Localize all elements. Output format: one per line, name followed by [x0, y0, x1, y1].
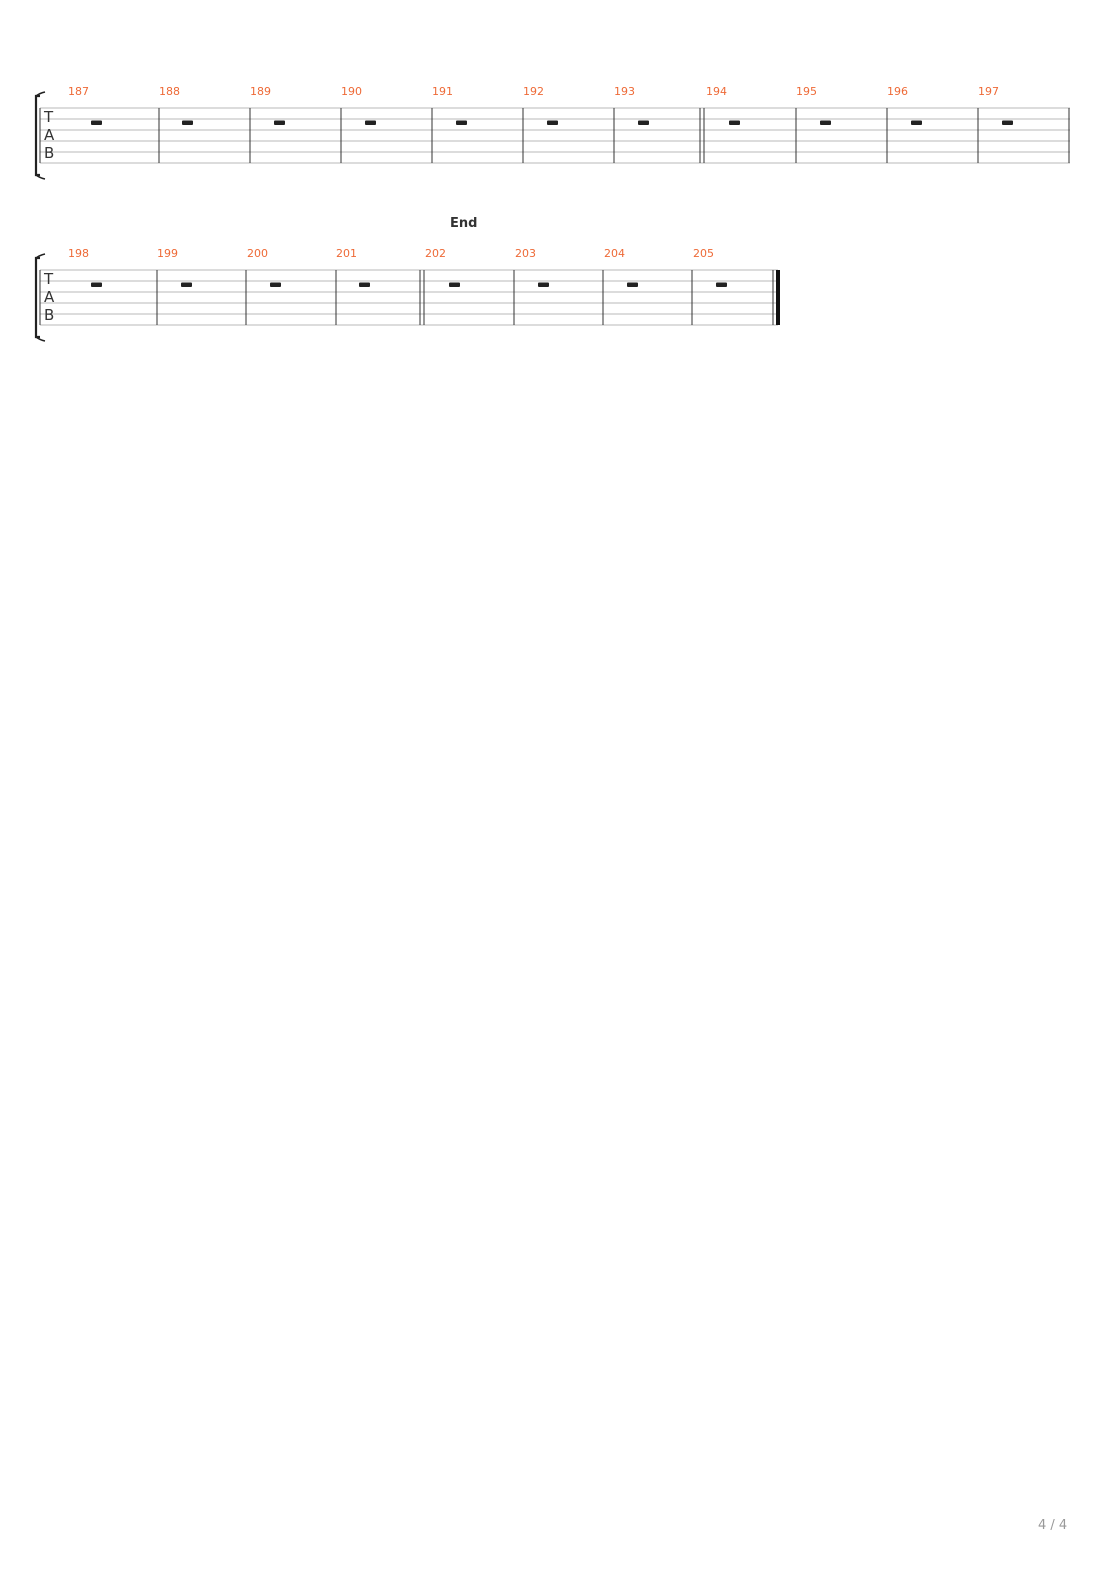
barlines [39, 270, 774, 325]
whole-rest-icon [91, 282, 102, 287]
whole-rest-icon [911, 120, 922, 125]
section-marker: End [450, 216, 478, 231]
whole-rest-icon [547, 120, 558, 125]
measure-number: 204 [604, 247, 625, 260]
staff-lines [40, 107, 1070, 164]
tab-clef-b: B [44, 144, 54, 162]
whole-rest-icon [820, 120, 831, 125]
whole-rests [91, 120, 1013, 125]
tab-clef-a: A [44, 288, 55, 306]
tab-clef-b: B [44, 306, 54, 324]
whole-rest-icon [181, 282, 192, 287]
measure-number: 193 [614, 85, 635, 98]
whole-rest-icon [729, 120, 740, 125]
measure-number: 201 [336, 247, 357, 260]
whole-rest-icon [716, 282, 727, 287]
measure-number: 188 [159, 85, 180, 98]
measure-number: 202 [425, 247, 446, 260]
page-number: 4 / 4 [1038, 1518, 1068, 1533]
measure-number: 200 [247, 247, 268, 260]
measure-number: 203 [515, 247, 536, 260]
measure-number: 191 [432, 85, 453, 98]
whole-rests [91, 282, 727, 287]
final-barline [776, 270, 780, 325]
measure-number: 198 [68, 247, 89, 260]
whole-rest-icon [270, 282, 281, 287]
whole-rest-icon [359, 282, 370, 287]
measure-number: 196 [887, 85, 908, 98]
whole-rest-icon [1002, 120, 1013, 125]
whole-rest-icon [274, 120, 285, 125]
tab-staff-2: T A B [34, 253, 780, 342]
system-bracket [34, 256, 40, 339]
whole-rest-icon [182, 120, 193, 125]
measure-number: 197 [978, 85, 999, 98]
measure-number: 189 [250, 85, 271, 98]
whole-rest-icon [627, 282, 638, 287]
barlines [39, 108, 1070, 163]
measure-number: 199 [157, 247, 178, 260]
whole-rest-icon [449, 282, 460, 287]
tab-staff-1: T A B [34, 91, 1070, 180]
staff-lines [40, 269, 778, 326]
tab-clef-t: T [43, 108, 54, 126]
measure-number: 205 [693, 247, 714, 260]
measure-number: 187 [68, 85, 89, 98]
measure-number: 195 [796, 85, 817, 98]
measure-number: 194 [706, 85, 727, 98]
whole-rest-icon [638, 120, 649, 125]
system-bracket [34, 94, 40, 177]
whole-rest-icon [456, 120, 467, 125]
tab-clef-a: A [44, 126, 55, 144]
tab-clef-t: T [43, 270, 54, 288]
whole-rest-icon [91, 120, 102, 125]
whole-rest-icon [538, 282, 549, 287]
measure-number: 192 [523, 85, 544, 98]
whole-rest-icon [365, 120, 376, 125]
measure-number: 190 [341, 85, 362, 98]
